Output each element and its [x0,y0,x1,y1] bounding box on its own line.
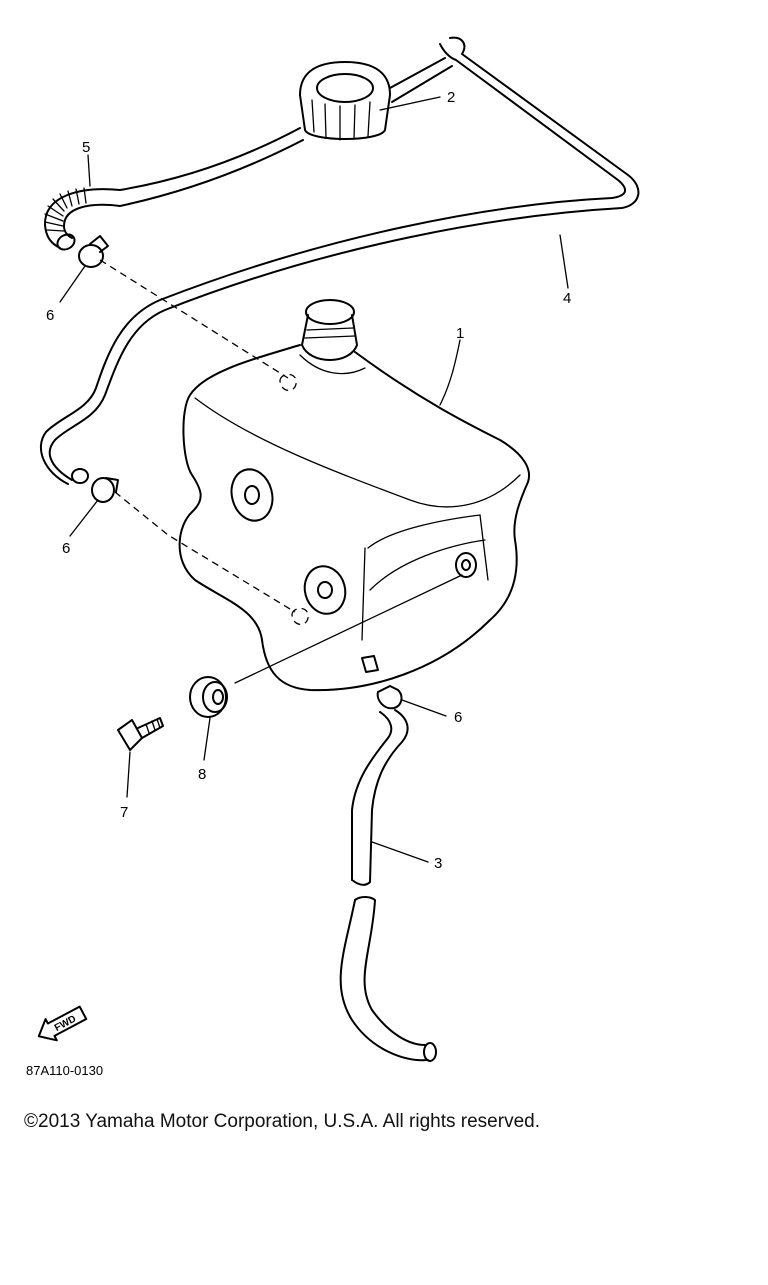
callout-6-lower: 6 [454,709,462,726]
grommet [189,676,228,718]
assembly-lines [99,259,463,684]
clamp-lower [376,685,403,710]
callout-6-upper: 6 [46,307,54,324]
front-arrow: FWD [37,1005,88,1042]
bolt [117,717,164,751]
breather-line [119,57,453,207]
callout-6-middle: 6 [62,540,70,557]
callout-5: 5 [82,139,90,156]
callout-8: 8 [198,766,206,783]
copyright-text: ©2013 Yamaha Motor Corporation, U.S.A. A… [24,1111,540,1132]
callout-7: 7 [120,804,128,821]
vent-hose [40,36,640,485]
tank-cap [299,61,391,141]
callout-1: 1 [456,325,464,342]
lower-hose [339,709,437,1062]
clamp-middle [91,477,119,503]
callout-3: 3 [434,855,442,872]
callout-2: 2 [447,89,455,106]
reference-code: 87A110-0130 [26,1063,103,1078]
oil-tank [178,299,530,692]
callout-labels: 2 5 4 1 6 6 6 8 7 3 [46,89,571,872]
leader-lines [59,96,569,863]
clamp-upper [78,235,109,268]
callout-4: 4 [563,290,571,307]
corrugated-hose [43,187,121,251]
